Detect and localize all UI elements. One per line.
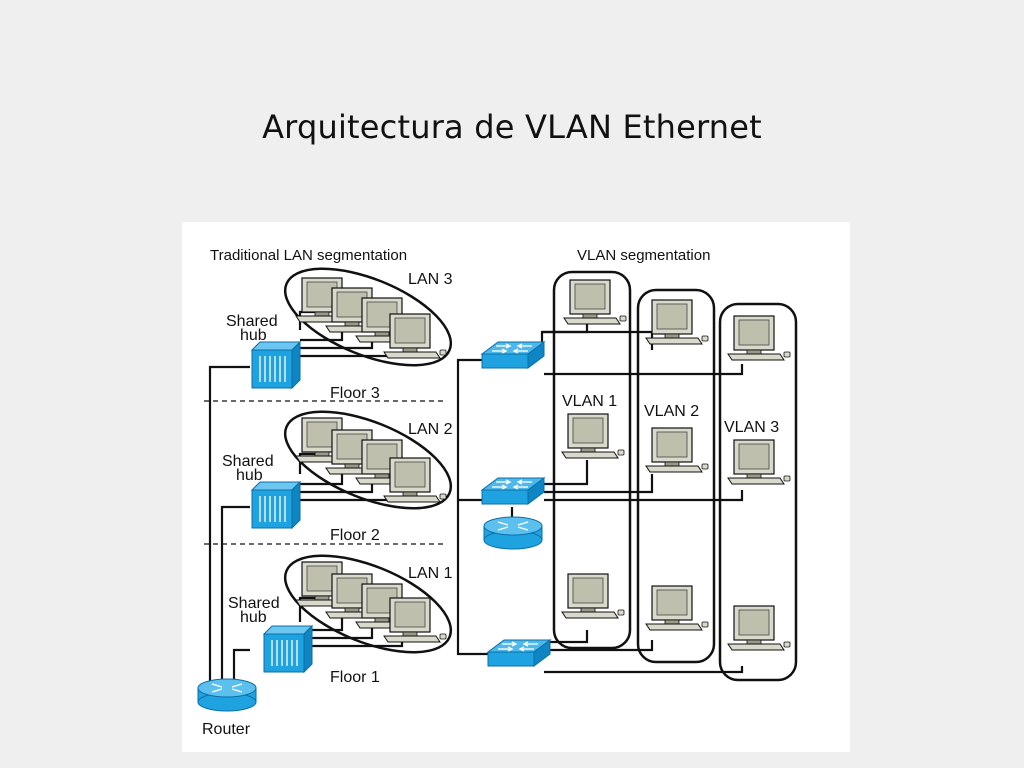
vlan-1-boundary (552, 270, 632, 650)
shared-hub-icon (251, 481, 301, 529)
router-icon (483, 516, 543, 550)
workstation-icon (727, 315, 791, 361)
floor-label: Floor 3 (330, 385, 380, 402)
hub-label: hub (240, 327, 267, 344)
floor-dividers (204, 400, 444, 545)
floor-label: Floor 2 (330, 527, 380, 544)
lan-3-ellipse (283, 267, 453, 367)
hub-label: Shared (226, 313, 278, 330)
router-icon (197, 678, 257, 712)
vlan-label: VLAN 1 (562, 393, 617, 410)
vlan-label: VLAN 2 (644, 403, 699, 420)
router-label: Router (202, 721, 251, 738)
lan-label: LAN 2 (408, 421, 453, 438)
workstation-icon (727, 605, 791, 651)
vlan-2-boundary (636, 288, 716, 664)
lan-2-ellipse (283, 410, 453, 510)
floor-label: Floor 1 (330, 669, 380, 686)
lan-label: LAN 3 (408, 271, 453, 288)
workstation-icon (727, 439, 791, 485)
shared-hub-icon (251, 341, 301, 389)
vlan-segmentation-heading: VLAN segmentation (577, 247, 710, 264)
lan-label: LAN 1 (408, 565, 453, 582)
hub-label: Shared (228, 595, 280, 612)
lan-1-ellipse (283, 554, 453, 654)
hub-label: hub (240, 609, 267, 626)
hub-label: hub (236, 467, 263, 484)
switch-icon (481, 477, 545, 505)
workstation-icon (561, 413, 625, 459)
switch-icon (481, 341, 545, 369)
workstation-icon (383, 313, 447, 359)
workstation-icon (563, 279, 627, 325)
workstation-icon (561, 573, 625, 619)
workstation-icon (645, 585, 709, 631)
vlan-label: VLAN 3 (724, 419, 779, 436)
workstation-icon (383, 457, 447, 503)
shared-hub-icon (263, 625, 313, 673)
vlan-diagram-svg: Traditional LAN segmentation VLAN segmen… (197, 247, 798, 738)
traditional-lan-heading: Traditional LAN segmentation (210, 247, 407, 264)
hub-label: Shared (222, 453, 274, 470)
workstation-icon (645, 299, 709, 345)
network-wires (208, 310, 744, 684)
workstation-icon (645, 427, 709, 473)
vlan-3-boundary (718, 302, 798, 682)
vlan-diagram: Traditional LAN segmentation VLAN segmen… (182, 222, 850, 752)
slide-title: Arquitectura de VLAN Ethernet (262, 108, 762, 146)
switch-icon (487, 639, 551, 667)
